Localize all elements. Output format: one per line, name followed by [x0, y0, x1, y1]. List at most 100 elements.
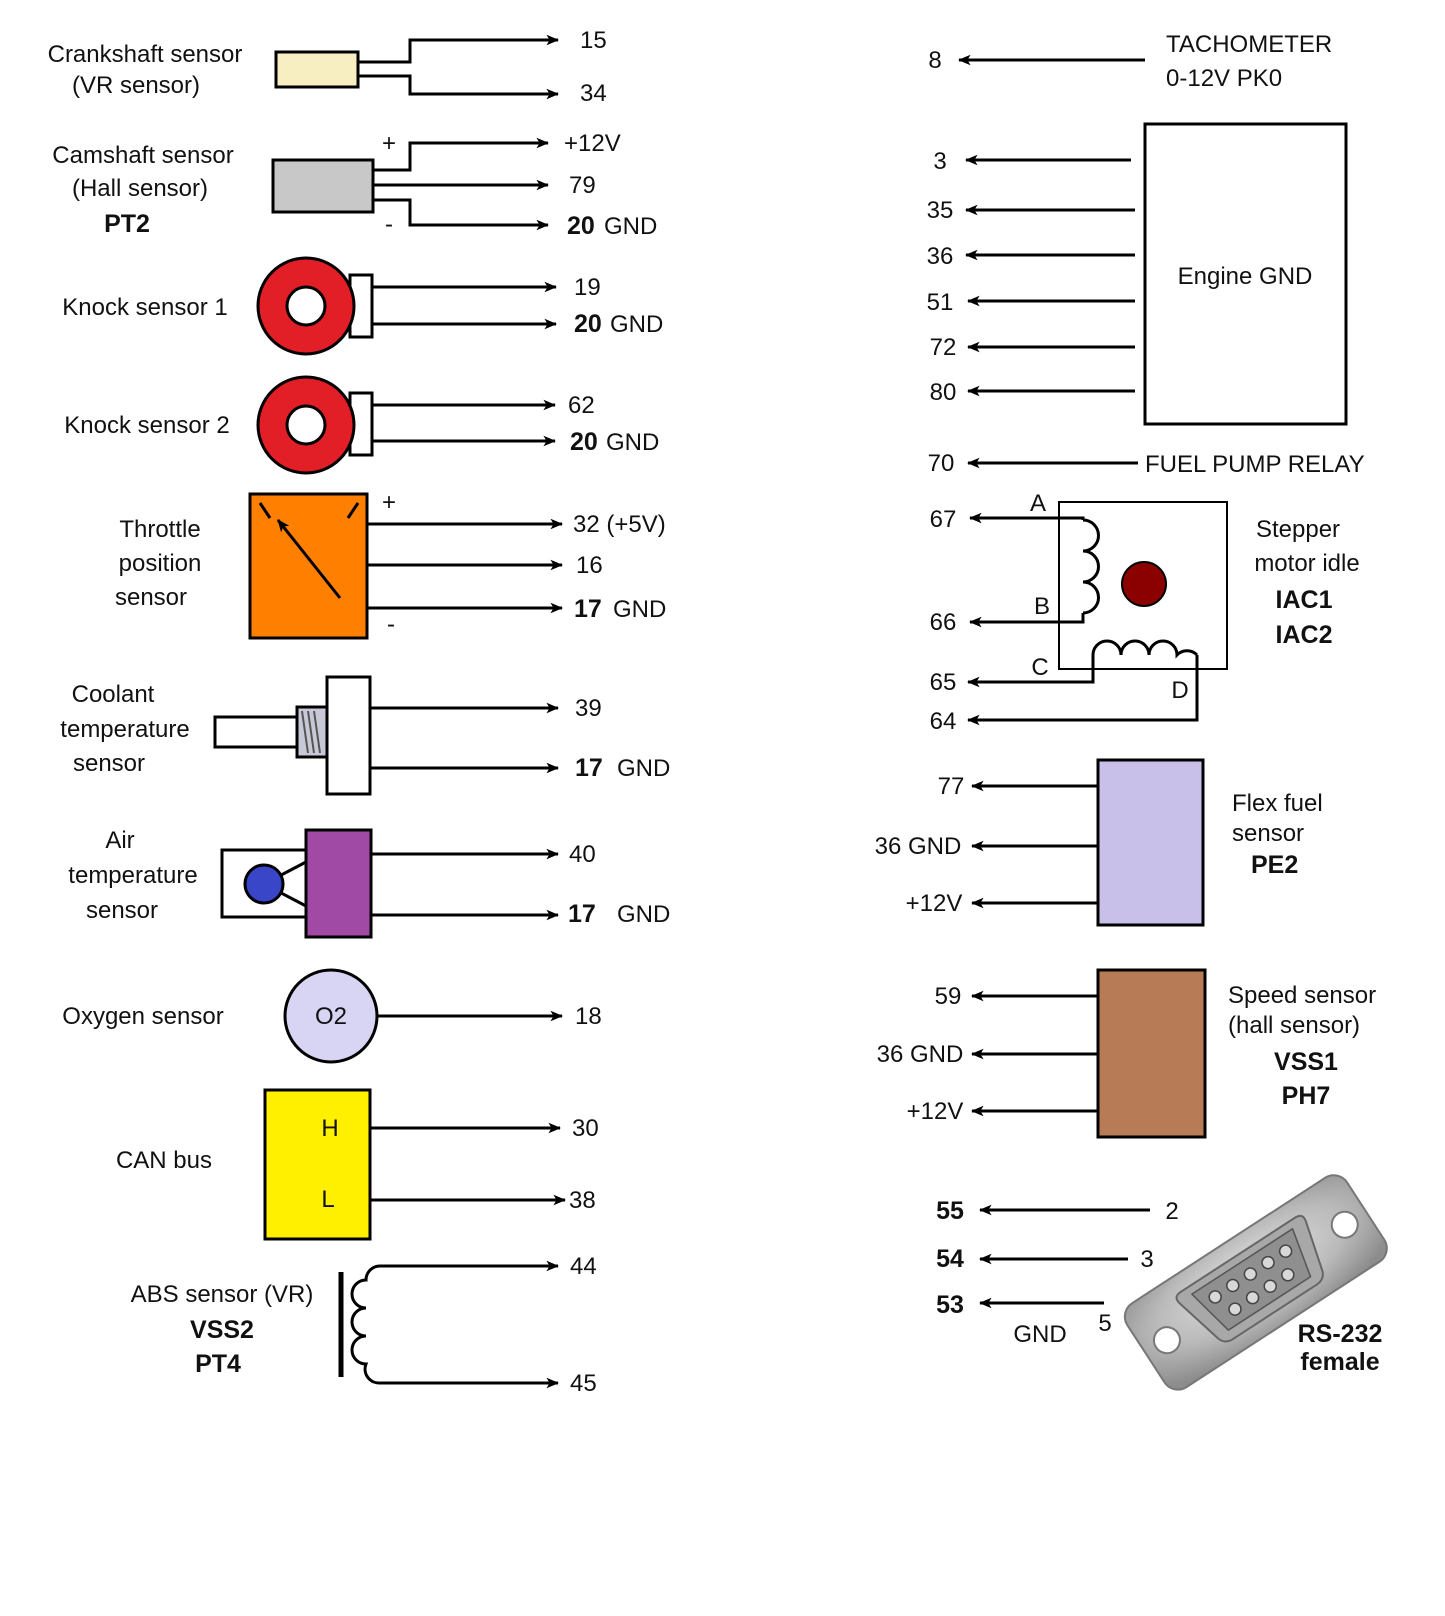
- crankshaft-wire-15: [358, 34, 560, 64]
- pin-3: 3: [933, 148, 946, 175]
- oxygen-body-label: O2: [315, 1003, 347, 1030]
- db9-sockets: [1208, 1244, 1295, 1316]
- stepper-iac1: IAC1: [1276, 586, 1333, 614]
- air-label-3: sensor: [86, 897, 158, 924]
- speed-sensor: 59 36 GND +12V Speed sensor (hall sensor…: [877, 968, 1376, 1139]
- speed-vss1: VSS1: [1274, 1048, 1338, 1076]
- pin-17-air-gnd: GND: [617, 901, 670, 928]
- coolant-label-3: sensor: [73, 750, 145, 777]
- camshaft-plus: +: [382, 130, 396, 157]
- coolant-thread-lines: [301, 710, 321, 754]
- pin-15: 15: [580, 27, 607, 54]
- air-bulb: [243, 863, 285, 905]
- pin-64: 64: [930, 708, 957, 735]
- abs-coil: [350, 1264, 381, 1385]
- abs-label: ABS sensor (VR): [131, 1281, 314, 1308]
- tach-label: TACHOMETER: [1166, 31, 1332, 58]
- tach-range: 0-12V PK0: [1166, 65, 1282, 92]
- can-h: H: [321, 1115, 338, 1142]
- camshaft-wire-20: [373, 198, 550, 231]
- pin-17-throttle-gnd: GND: [613, 596, 666, 623]
- stepper-a: A: [1030, 490, 1046, 517]
- pin-77: 77: [938, 773, 965, 800]
- stepper-label-2: motor idle: [1254, 550, 1359, 577]
- pin-16: 16: [576, 552, 603, 579]
- knock-sensor-2: Knock sensor 2 62 20 GND: [64, 375, 659, 475]
- knock-sensor-1: Knock sensor 1 19 20 GND: [62, 256, 663, 356]
- rs232-connector: 55 54 53 2 3 5 GND RS-232 female: [936, 1174, 1388, 1391]
- speed-ph7: PH7: [1282, 1082, 1331, 1110]
- stepper-label: Stepper: [1256, 516, 1340, 543]
- pin-18: 18: [575, 1003, 602, 1030]
- pin-59: 59: [935, 983, 962, 1010]
- pin-20-knock1: 20: [574, 310, 602, 338]
- stepper-iac2: IAC2: [1276, 621, 1333, 649]
- abs-pt4: PT4: [195, 1350, 241, 1378]
- fuel-pump-label: FUEL PUMP RELAY: [1145, 451, 1365, 478]
- knock1-hole: [285, 285, 327, 327]
- pin-35: 35: [927, 197, 954, 224]
- pin-40: 40: [569, 841, 596, 868]
- engine-gnd-label: Engine GND: [1178, 263, 1313, 290]
- pin-19: 19: [574, 274, 601, 301]
- pin-80: 80: [930, 379, 957, 406]
- pin-20: 20: [567, 212, 595, 240]
- flex-body: [1096, 758, 1205, 927]
- air-label-2: temperature: [68, 862, 197, 889]
- pin-17-throttle: 17: [574, 595, 602, 623]
- pin-79: 79: [569, 172, 596, 199]
- stepper-c: C: [1031, 654, 1048, 681]
- speed-label: Speed sensor: [1228, 982, 1376, 1009]
- can-bus: CAN bus H L 30 38: [116, 1088, 599, 1241]
- flex-port: PE2: [1251, 851, 1298, 879]
- pin-62: 62: [568, 392, 595, 419]
- rs232-female: female: [1300, 1348, 1379, 1376]
- camshaft-port: PT2: [104, 210, 150, 238]
- stepper-b: B: [1034, 593, 1050, 620]
- throttle-tick-left: [258, 502, 272, 519]
- camshaft-sensor: Camshaft sensor (Hall sensor) PT2 + - +1…: [52, 130, 657, 240]
- stepper-coil-ab: [1082, 518, 1100, 615]
- pin-17-coolant: 17: [575, 754, 603, 782]
- knock2-label: Knock sensor 2: [64, 412, 229, 439]
- camshaft-sublabel: (Hall sensor): [72, 175, 208, 202]
- coolant-label: Coolant: [72, 681, 155, 708]
- throttle-label-3: sensor: [115, 584, 187, 611]
- camshaft-minus: -: [385, 211, 393, 238]
- pin-12v-speed: +12V: [907, 1098, 964, 1125]
- coolant-label-2: temperature: [60, 716, 189, 743]
- db9-pin-5: 5: [1098, 1310, 1111, 1337]
- pin-67: 67: [930, 506, 957, 533]
- coolant-probe: [213, 715, 299, 749]
- crankshaft-sensor: Crankshaft sensor (VR sensor) 15 34: [48, 27, 607, 107]
- stepper-rotor: [1121, 561, 1167, 607]
- stepper-wire-67: [968, 512, 1085, 524]
- throttle-position-sensor: Throttle position sensor + - 32 (+5V) 16…: [115, 489, 666, 640]
- db9-mount-hole-left: [1152, 1326, 1181, 1355]
- abs-vss2: VSS2: [190, 1316, 254, 1344]
- flex-fuel-sensor: 77 36 GND +12V Flex fuel sensor PE2: [875, 758, 1323, 927]
- pin-38: 38: [569, 1187, 596, 1214]
- pin-72: 72: [930, 334, 957, 361]
- pin-17-coolant-gnd: GND: [617, 755, 670, 782]
- pin-36: 36: [927, 243, 954, 270]
- throttle-body: [248, 492, 369, 640]
- abs-sensor: ABS sensor (VR) VSS2 PT4 44 45: [131, 1253, 597, 1397]
- db9-pin-3: 3: [1140, 1246, 1153, 1273]
- camshaft-wire-12v: [373, 137, 550, 172]
- stepper-coil-cd: [1091, 639, 1199, 659]
- pin-32: 32 (+5V): [573, 511, 666, 538]
- engine-gnd-box: [1143, 122, 1348, 426]
- pin-20-gnd: GND: [604, 213, 657, 240]
- throttle-tick-right: [346, 502, 360, 519]
- coolant-temperature-sensor: Coolant temperature sensor 39 17 GND: [60, 675, 670, 796]
- crankshaft-label: Crankshaft sensor: [48, 41, 243, 68]
- speed-label-2: (hall sensor): [1228, 1012, 1360, 1039]
- db9-connector-image: [1123, 1174, 1388, 1391]
- pin-20-knock2-gnd: GND: [606, 429, 659, 456]
- knock1-label: Knock sensor 1: [62, 294, 227, 321]
- pin-55: 55: [936, 1197, 964, 1225]
- pin-65: 65: [930, 669, 957, 696]
- rs232-gnd: GND: [1013, 1321, 1066, 1348]
